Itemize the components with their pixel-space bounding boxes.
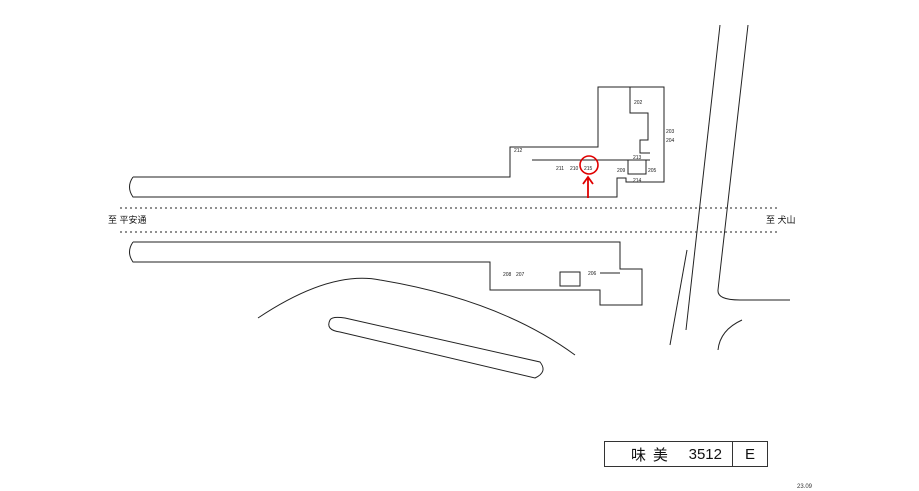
location-highlight-circle bbox=[579, 155, 599, 175]
exit-label-highlighted: 215 bbox=[584, 166, 593, 172]
exit-label: 209 bbox=[617, 168, 626, 174]
exit-label: 212 bbox=[514, 148, 523, 154]
exit-label: 207 bbox=[516, 272, 525, 278]
exit-label: 213 bbox=[633, 155, 642, 161]
exit-label: 204 bbox=[666, 138, 675, 144]
exit-label: 211 bbox=[556, 166, 564, 172]
road-line bbox=[717, 319, 743, 351]
station-name-char: 美 bbox=[652, 446, 668, 464]
exit-label: 206 bbox=[588, 271, 597, 277]
direction-west: 至 平安通 bbox=[108, 214, 147, 225]
exit-label: 203 bbox=[666, 129, 675, 135]
island bbox=[328, 316, 544, 379]
exit-label: 214 bbox=[633, 178, 642, 184]
stairs bbox=[627, 159, 647, 175]
exit-label: 202 bbox=[634, 100, 643, 106]
road-curve bbox=[257, 277, 576, 356]
station-title-box: 味 美 3512 E bbox=[604, 441, 768, 467]
map-date: 23.09 bbox=[797, 484, 813, 490]
stairs bbox=[559, 271, 581, 287]
lower-platform bbox=[129, 241, 643, 306]
map-suffix: E bbox=[744, 445, 755, 463]
station-name-char: 味 bbox=[631, 446, 647, 464]
road-line bbox=[717, 24, 790, 301]
location-arrow-icon bbox=[582, 175, 594, 198]
station-code: 3512 bbox=[688, 445, 722, 463]
road-line bbox=[685, 24, 721, 331]
exit-label: 205 bbox=[648, 168, 657, 174]
exit-label: 208 bbox=[503, 272, 512, 278]
upper-platform bbox=[129, 86, 665, 198]
road-line bbox=[669, 249, 688, 346]
direction-east: 至 犬山 bbox=[766, 214, 796, 225]
exit-label: 210 bbox=[570, 166, 579, 172]
